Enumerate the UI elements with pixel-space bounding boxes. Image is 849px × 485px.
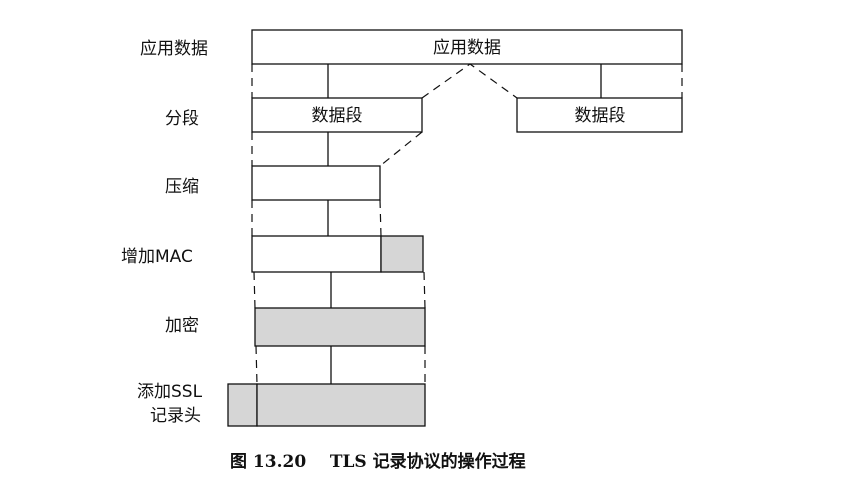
ssl-header-box: [227, 383, 258, 427]
mac-data-box: [251, 235, 382, 273]
ssl-payload-box: [256, 383, 426, 427]
label-add-ssl-header-2: 记录头: [150, 406, 201, 426]
compressed-box: [251, 165, 381, 201]
fragment-box-1-label: 数据段: [312, 106, 363, 126]
label-add-ssl-header-1: 添加SSL: [137, 382, 203, 402]
dashed-left-4: [253, 271, 256, 309]
fragment-box-1: [251, 97, 423, 133]
label-compress: 压缩: [165, 177, 199, 197]
label-encrypt: 加密: [165, 316, 199, 336]
dashed-left-5: [255, 345, 258, 385]
label-fragment: 分段: [165, 109, 199, 129]
app-data-box: [251, 29, 683, 65]
dashed-right-3: [379, 199, 382, 237]
mac-box: [380, 235, 424, 273]
label-add-mac: 增加MAC: [121, 247, 193, 267]
dashed-right-4: [423, 271, 426, 309]
label-app-data: 应用数据: [140, 39, 208, 59]
fragment-box-2: [516, 97, 683, 133]
dashed-split-v: [421, 63, 518, 99]
figure-caption: 图 13.20 TLS 记录协议的操作过程: [230, 451, 526, 472]
app-data-box-label: 应用数据: [433, 38, 501, 58]
encrypted-box: [254, 307, 426, 347]
fragment-box-2-label: 数据段: [575, 106, 626, 126]
dashed-compress-diag: [379, 131, 423, 167]
